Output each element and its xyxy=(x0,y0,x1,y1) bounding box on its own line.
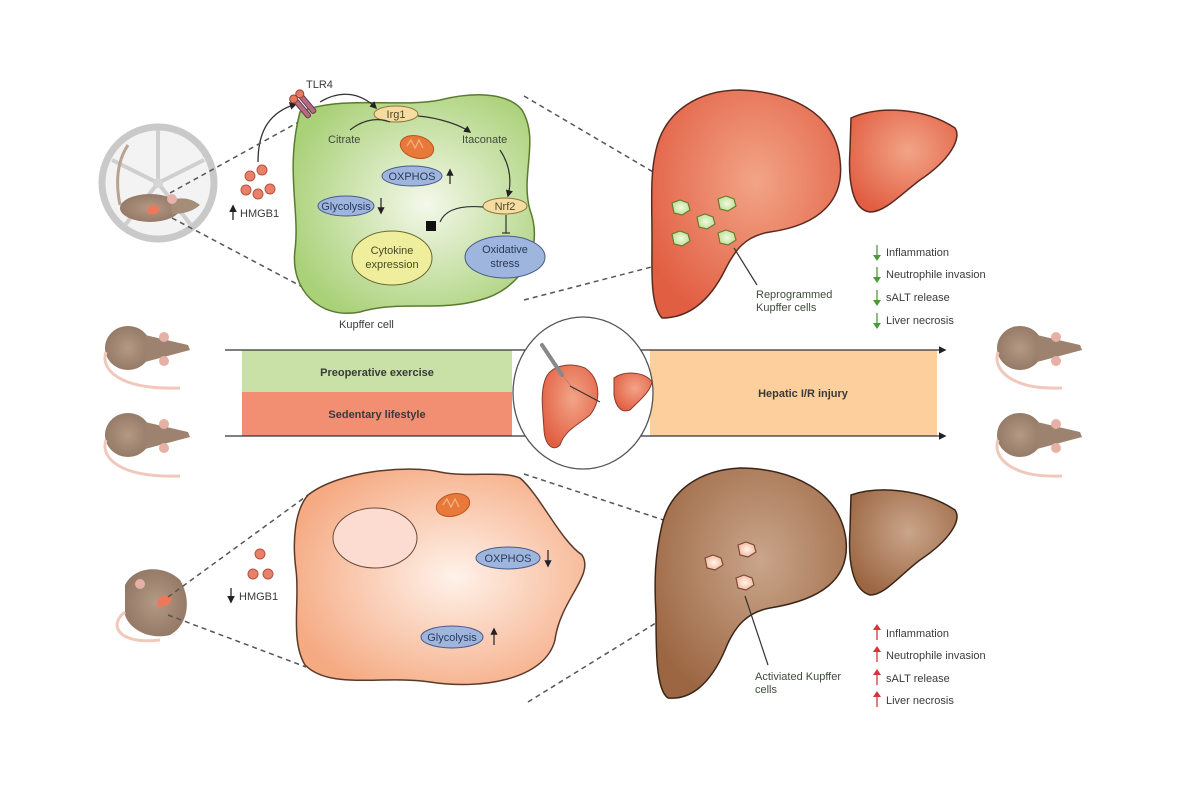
oxidative-label-line2: stress xyxy=(490,258,520,270)
citrate-label: Citrate xyxy=(328,134,360,146)
outcome-item: sALT release xyxy=(873,669,950,685)
outcome-label: Inflammation xyxy=(886,628,949,640)
reprogrammed-kupffer-cells xyxy=(671,195,737,247)
zoom-lines-top-left xyxy=(169,117,313,293)
oxidative-stress-node xyxy=(464,235,546,279)
cytokine-label-line1: Cytokine xyxy=(371,245,414,257)
outcome-item: Inflammation xyxy=(873,624,949,640)
outcome-label: Liver necrosis xyxy=(886,315,954,327)
oxphos-node xyxy=(381,165,443,187)
inhibition-block-icon xyxy=(426,221,436,231)
outcome-label: sALT release xyxy=(886,673,950,685)
damaged-liver xyxy=(654,467,958,699)
kupffer-cell-label: Kupffer cell xyxy=(339,319,394,331)
mitochondrion-icon xyxy=(435,492,471,518)
liver-small-lobe xyxy=(848,489,958,596)
liver-large-lobe xyxy=(650,89,842,319)
outcome-item: sALT release xyxy=(873,290,950,306)
mouse-icon xyxy=(995,413,1082,478)
hmgb1-bottom: HMGB1 xyxy=(227,548,278,604)
tlr4-label: TLR4 xyxy=(306,79,333,91)
outcome-label: Neutrophile invasion xyxy=(886,650,986,662)
outcomes-decreased: Inflammation Neutrophile invasion sALT r… xyxy=(873,245,986,329)
exercise-wheel-mouse xyxy=(98,123,218,243)
kupffer-cell-exercise: TLR4 Irg1 Citrate Itaconate OXPHOS Glyco… xyxy=(289,79,546,314)
scalpel-icon xyxy=(540,343,601,403)
hmgb1-to-tlr4-arrow xyxy=(257,102,298,163)
outcome-item: Inflammation xyxy=(873,245,949,261)
cytokine-expression-node xyxy=(351,230,433,286)
glycolysis-label: Glycolysis xyxy=(321,201,371,213)
mice-right xyxy=(995,326,1082,478)
outcomes-increased: Inflammation Neutrophile invasion sALT r… xyxy=(873,624,986,707)
kupffer-cell-sedentary: OXPHOS Glycolysis xyxy=(293,468,586,686)
injury-band xyxy=(650,350,937,436)
glycolysis-node xyxy=(420,625,484,649)
oxphos-label: OXPHOS xyxy=(484,553,531,565)
activated-label-line2: cells xyxy=(755,684,778,696)
nrf2-node xyxy=(482,197,528,215)
outcome-item: Liver necrosis xyxy=(873,313,954,329)
mouse-icon xyxy=(995,326,1082,390)
zoom-lines-bottom-left xyxy=(167,494,309,668)
outcome-label: Liver necrosis xyxy=(886,695,954,707)
liver-icon xyxy=(541,364,599,449)
outcome-label: Neutrophile invasion xyxy=(886,269,986,281)
mouse-icon xyxy=(103,413,190,478)
outcome-label: sALT release xyxy=(886,292,950,304)
itaconate-label: Itaconate xyxy=(462,134,507,146)
irg1-label: Irg1 xyxy=(387,109,406,121)
oxidative-label-line1: Oxidative xyxy=(482,244,528,256)
hmgb1-top: HMGB1 xyxy=(229,102,298,220)
oxphos-node xyxy=(475,546,541,570)
nrf2-label: Nrf2 xyxy=(495,201,516,213)
exercise-band xyxy=(242,350,512,392)
mitochondrion-icon xyxy=(399,134,435,160)
mouse-icon xyxy=(103,326,190,390)
liver-icon xyxy=(148,205,160,215)
outcome-item: Neutrophile invasion xyxy=(873,646,986,662)
glycolysis-node xyxy=(317,195,375,217)
reprogrammed-label-line2: Kupffer cells xyxy=(756,302,817,314)
cytokine-label-line2: expression xyxy=(365,259,418,271)
reprogrammed-label-line1: Reprogrammed xyxy=(756,289,832,301)
outcome-label: Inflammation xyxy=(886,247,949,259)
liver-icon xyxy=(158,595,172,607)
glycolysis-label: Glycolysis xyxy=(427,632,477,644)
irg1-node xyxy=(373,105,419,123)
injury-label: Hepatic I/R injury xyxy=(758,388,849,400)
nucleus xyxy=(332,507,418,569)
oxphos-label: OXPHOS xyxy=(388,171,435,183)
activated-kupffer-cells xyxy=(704,541,757,591)
healthy-liver xyxy=(650,89,958,319)
outcome-item: Neutrophile invasion xyxy=(873,267,986,283)
mouse-icon xyxy=(125,569,187,637)
outcome-item: Liver necrosis xyxy=(873,691,954,707)
tlr4-receptor-icon xyxy=(289,89,317,119)
hmgb1-bottom-label: HMGB1 xyxy=(239,591,278,603)
sedentary-band xyxy=(242,392,512,436)
liver-small-lobe xyxy=(848,109,958,213)
sedentary-mouse xyxy=(115,569,187,643)
sedentary-label: Sedentary lifestyle xyxy=(328,409,425,421)
exercise-label: Preoperative exercise xyxy=(320,367,434,379)
mice-left xyxy=(103,326,190,478)
hmgb1-top-label: HMGB1 xyxy=(240,208,279,220)
timeline: Preoperative exercise Sedentary lifestyl… xyxy=(225,316,947,470)
activated-label-line1: Activiated Kupffer xyxy=(755,671,841,683)
